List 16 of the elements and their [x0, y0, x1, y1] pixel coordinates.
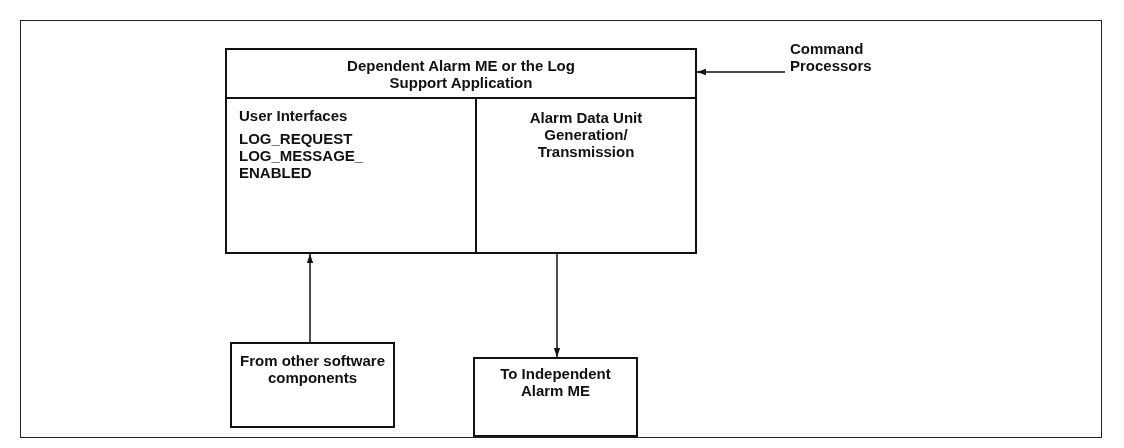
source-box [230, 342, 395, 428]
node-label: Alarm Data Unit Generation/ Transmission [528, 109, 644, 160]
panel-heading: User Interfaces [239, 107, 348, 124]
signal-name: LOG_REQUEST [239, 130, 353, 147]
node-label: Dependent Alarm ME or the Log Support Application [346, 57, 576, 91]
destination-box [473, 357, 638, 437]
annotation-label: Command Processors [790, 40, 873, 74]
arrow [306, 253, 314, 343]
arrow [553, 253, 561, 358]
node-label: From other software components [239, 352, 386, 386]
application-header [225, 48, 697, 99]
interface-panel [225, 97, 477, 254]
arrow [696, 68, 786, 76]
signal-name: LOG_MESSAGE_ ENABLED [239, 147, 365, 181]
process-panel [475, 97, 697, 254]
node-label: To Independent Alarm ME [499, 365, 612, 399]
